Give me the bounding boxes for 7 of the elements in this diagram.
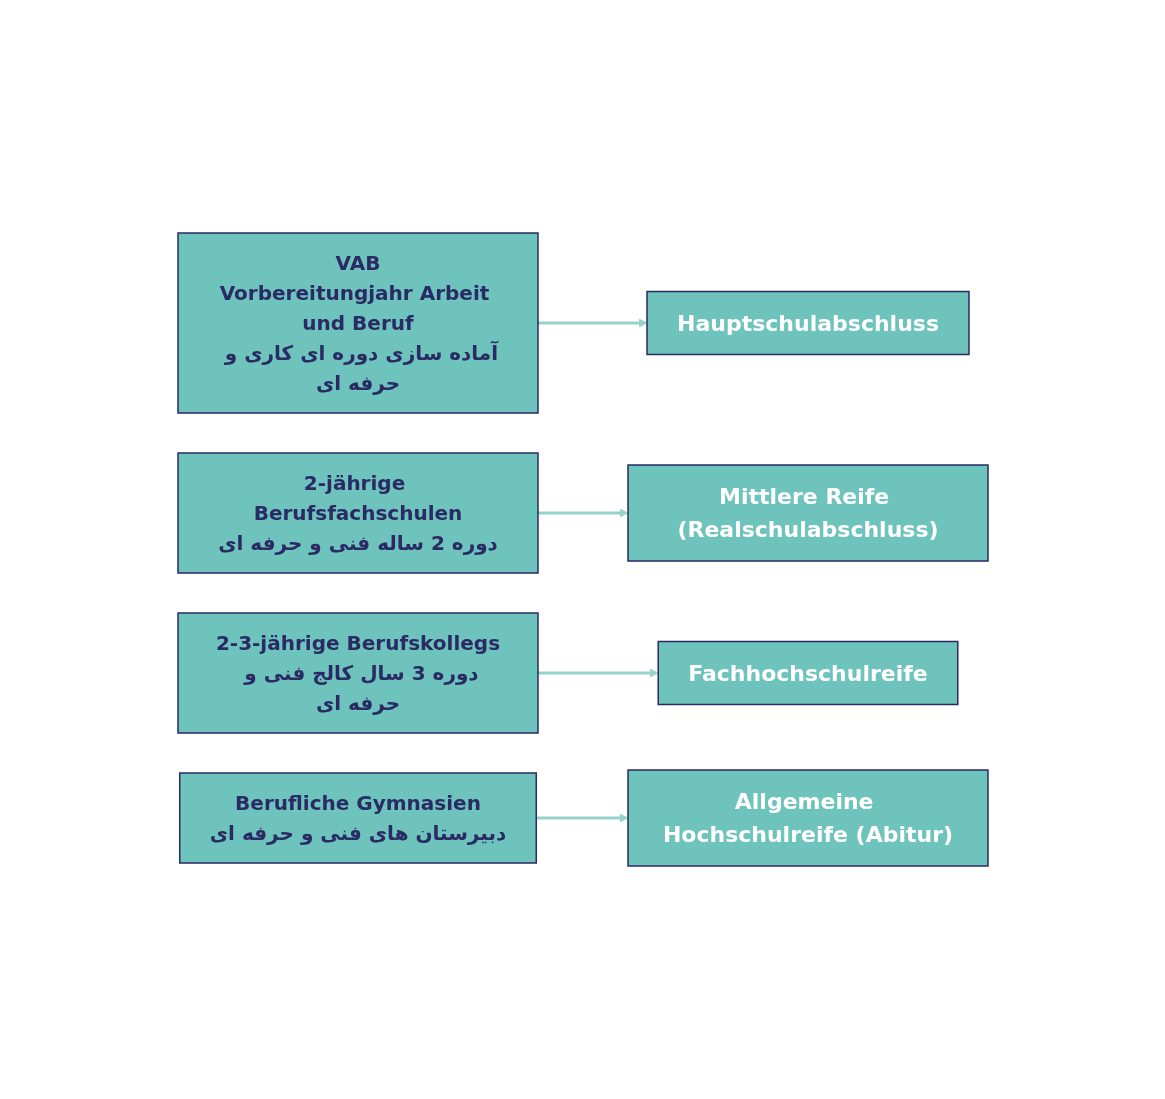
arrow [537,508,628,518]
node-box: Fachhochschulreife [656,640,959,706]
node-box: Allgemeine Hochschulreife (Abitur) [626,769,989,867]
arrow [537,318,647,328]
node-box: Hauptschulabschluss [645,290,970,356]
node-box: Mittlere Reife (Realschulabschluss) [626,464,989,562]
arrow [535,813,628,823]
